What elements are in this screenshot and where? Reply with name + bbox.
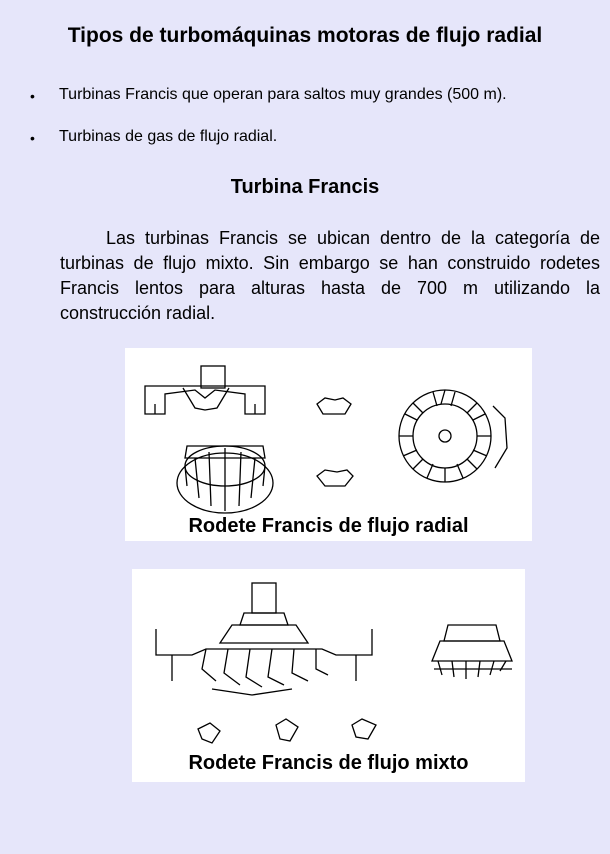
bullet-list: • Turbinas Francis que operan para salto… bbox=[30, 86, 600, 170]
page-title: Tipos de turbomáquinas motoras de flujo … bbox=[67, 24, 543, 47]
figure-caption: Rodete Francis de flujo mixto bbox=[188, 752, 469, 774]
bullet-dot-icon: • bbox=[30, 88, 35, 104]
section-title: Turbina Francis bbox=[230, 176, 380, 198]
figure-mixed-runner: Rodete Francis de flujo mixto bbox=[132, 569, 525, 782]
bullet-item: • Turbinas de gas de flujo radial. bbox=[30, 128, 600, 148]
figure-caption: Rodete Francis de flujo radial bbox=[188, 515, 469, 537]
figure-radial-runner: Rodete Francis de flujo radial bbox=[125, 348, 532, 541]
bullet-text: Turbinas Francis que operan para saltos … bbox=[59, 86, 507, 103]
mixed-runner-drawing bbox=[155, 582, 513, 744]
bullet-dot-icon: • bbox=[30, 130, 35, 146]
radial-runner-drawing bbox=[144, 365, 508, 514]
bullet-item: • Turbinas Francis que operan para salto… bbox=[30, 86, 600, 106]
bullet-text: Turbinas de gas de flujo radial. bbox=[59, 128, 278, 145]
body-paragraph: Las turbinas Francis se ubican dentro de… bbox=[60, 228, 600, 323]
